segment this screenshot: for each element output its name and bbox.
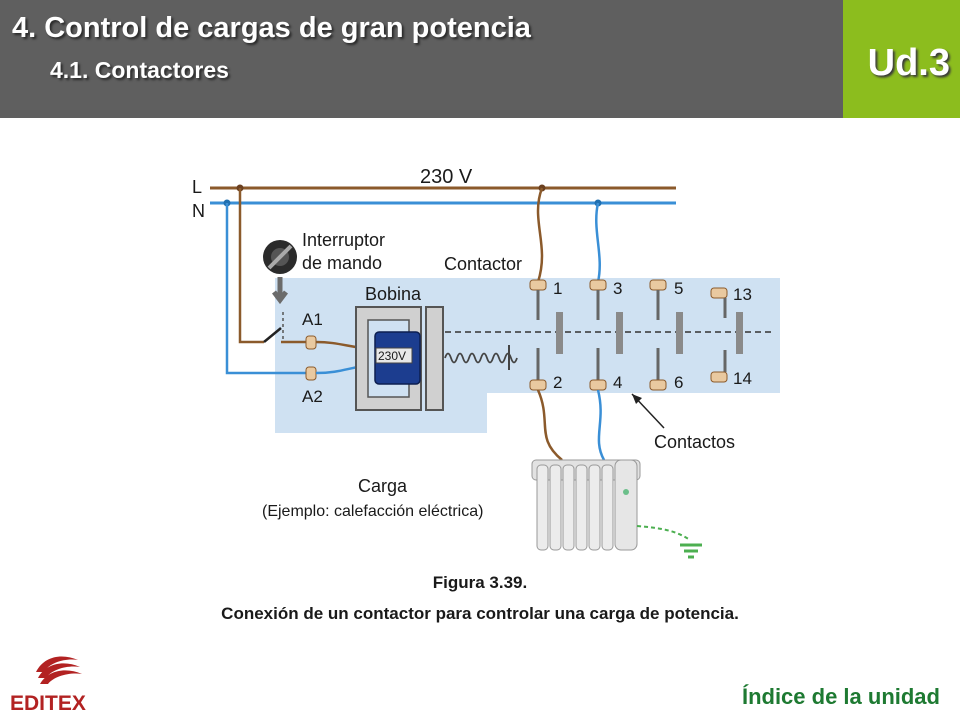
terminal-14-label: 14 [733, 369, 752, 388]
return-spring [444, 352, 518, 364]
rotary-switch-icon [263, 240, 297, 305]
terminal-a2-label: A2 [302, 387, 323, 406]
terminal-2-label: 2 [553, 373, 562, 392]
contact-pair-5-6 [649, 279, 683, 391]
contact-pair-1-2 [529, 279, 563, 391]
contactor-wiring-diagram: L N 230 V Interruptor de mando A1 A2 Bob… [192, 166, 780, 559]
phase-wire-to-contact-1 [536, 187, 544, 283]
terminal-a2 [305, 366, 317, 381]
contactos-label: Contactos [654, 432, 735, 452]
terminal-a1 [305, 335, 317, 350]
terminal-5-label: 5 [674, 279, 683, 298]
unit-label: Ud.3 [867, 42, 950, 84]
contact-pair-13-14 [710, 287, 743, 383]
logo-text: EDITEX [10, 692, 86, 715]
contactor-label: Contactor [444, 254, 522, 274]
line-n-label: N [192, 201, 205, 221]
voltage-label: 230 V [420, 166, 473, 188]
carga-example-label: (Ejemplo: calefacción eléctrica) [262, 503, 483, 520]
terminal-6-label: 6 [674, 373, 683, 392]
control-neutral-wire [225, 203, 307, 375]
load-phase-wire [536, 389, 563, 461]
figure-caption: Conexión de un contactor para controlar … [221, 604, 739, 623]
switch-lever [263, 327, 282, 343]
carga-label: Carga [358, 476, 408, 496]
terminal-a1-label: A1 [302, 310, 323, 329]
header-bar: 4. Control de cargas de gran potencia 4.… [0, 0, 843, 118]
unit-badge: Ud.3 [843, 0, 960, 118]
terminal-4-label: 4 [613, 373, 622, 392]
book-icon [36, 656, 82, 684]
ground-icon [680, 543, 702, 559]
arrowhead [632, 394, 642, 404]
terminal-1-label: 1 [553, 279, 562, 298]
contactor-panel [275, 278, 780, 433]
contact-pair-3-4 [589, 279, 623, 391]
ground-wire [636, 525, 691, 541]
switch-label-line2: de mando [302, 253, 382, 273]
terminal-13-label: 13 [733, 285, 752, 304]
page-subtitle: 4.1. Contactores [50, 57, 229, 83]
load-neutral-wire [596, 389, 606, 461]
radiator-icon [531, 459, 641, 551]
figure-number: Figura 3.39. [432, 573, 528, 592]
page-title: 4. Control de cargas de gran potencia [12, 12, 531, 44]
editex-logo: EDITEX [10, 656, 86, 715]
terminal-3-label: 3 [613, 279, 622, 298]
armature [425, 306, 444, 411]
line-l-label: L [192, 177, 202, 197]
index-link[interactable]: Índice de la unidad [741, 684, 940, 709]
control-phase-wire [238, 188, 264, 344]
coil-label-box [375, 347, 413, 364]
bobina-label: Bobina [365, 284, 422, 304]
neutral-wire-to-contact-3 [595, 202, 601, 283]
coil-voltage-label: 230V [378, 349, 406, 363]
switch-label-line1: Interruptor [302, 230, 385, 250]
